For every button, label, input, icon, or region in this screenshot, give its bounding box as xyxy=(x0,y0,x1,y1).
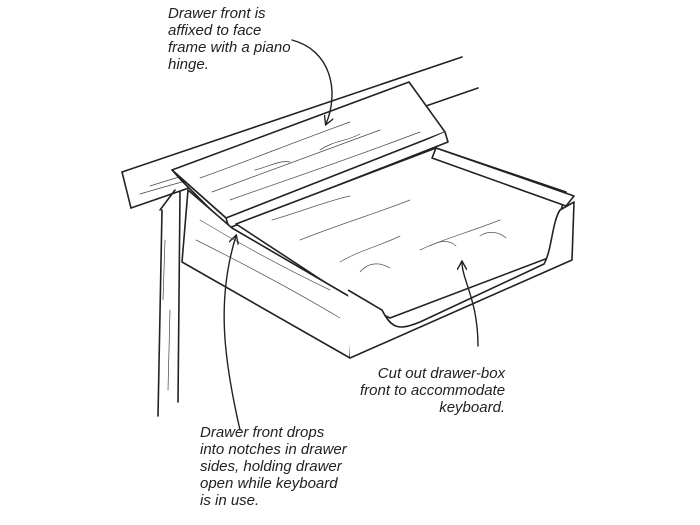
callout-cutout-front: Cut out drawer-box front to accommodate … xyxy=(360,365,505,416)
callout-line: into notches in drawer xyxy=(200,441,347,458)
callout-line: affixed to face xyxy=(168,22,262,39)
callout-drawer-notches: Drawer front drops into notches in drawe… xyxy=(200,424,347,509)
drawer-box-grain xyxy=(195,195,507,319)
leader-notches xyxy=(223,236,241,431)
callout-line: sides, holding drawer xyxy=(200,458,342,475)
callout-line: open while keyboard xyxy=(200,475,338,492)
callout-line: keyboard. xyxy=(439,399,506,416)
drawer-box xyxy=(181,147,575,359)
callout-line: front to accommodate xyxy=(360,382,506,399)
callout-line: Cut out drawer-box xyxy=(377,365,506,382)
callout-line: is in use. xyxy=(200,492,260,509)
drawer-front-grain xyxy=(199,121,421,201)
leader-lines xyxy=(223,39,479,431)
callout-line: hinge. xyxy=(168,56,209,73)
callout-line: frame with a piano xyxy=(168,39,291,56)
callout-line: Drawer front is xyxy=(168,5,266,22)
callout-piano-hinge: Drawer front is affixed to face frame wi… xyxy=(168,5,291,73)
leader-cutout xyxy=(462,262,479,347)
leader-hinge xyxy=(291,39,332,124)
callout-line: Drawer front drops xyxy=(200,424,325,441)
